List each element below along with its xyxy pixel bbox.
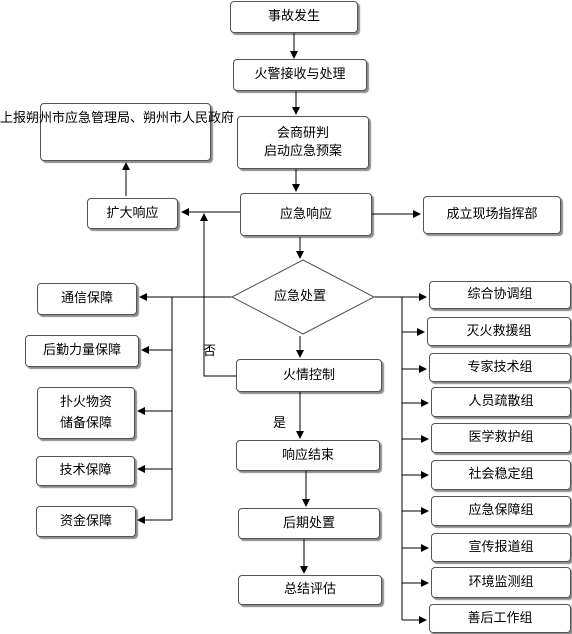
guarantee-label: 技术保障	[59, 463, 112, 478]
guarantee-materials: 扑火物资储备保障	[37, 387, 135, 439]
response-label: 应急响应	[279, 206, 332, 222]
end-response-label: 响应结束	[281, 447, 334, 463]
group-box: 环境监测组	[431, 567, 571, 598]
expand-label: 扩大响应	[106, 205, 159, 221]
post-disposal-label: 后期处置	[282, 515, 335, 531]
command-box: 成立现场指挥部	[423, 196, 561, 234]
group-box: 人员疏散组	[431, 387, 571, 417]
research-label-line1: 会商研判	[276, 125, 329, 141]
group-box: 宣传报道组	[431, 533, 571, 562]
incident-box: 事故发生	[230, 1, 358, 33]
disposal-diamond	[230, 259, 376, 335]
disposal-label: 应急处置	[274, 289, 327, 304]
guarantee-label: 资金保障	[59, 513, 112, 529]
group-label: 专家技术组	[467, 359, 533, 375]
group-label: 医学救护组	[468, 430, 534, 445]
guarantee-funding: 资金保障	[36, 506, 136, 537]
guarantee-label: 通信保障	[60, 291, 113, 306]
alarm-box: 火警接收与处理	[233, 59, 367, 91]
group-label: 宣传报道组	[468, 539, 534, 555]
fire-control-box: 火情控制	[236, 359, 382, 392]
group-box: 综合协调组	[429, 281, 571, 309]
arrow-no-loop	[200, 213, 236, 377]
group-box: 专家技术组	[429, 353, 571, 382]
group-label: 应急保障组	[468, 503, 534, 518]
group-label: 善后工作组	[467, 610, 533, 626]
command-label: 成立现场指挥部	[446, 207, 538, 222]
alarm-label: 火警接收与处理	[254, 67, 346, 82]
group-label: 综合协调组	[467, 287, 533, 302]
report-box	[40, 103, 211, 161]
expand-box: 扩大响应	[87, 198, 178, 229]
post-disposal-box: 后期处置	[238, 508, 380, 539]
yes-label: 是	[273, 416, 287, 431]
research-box: 会商研判 启动应急预案	[237, 116, 369, 169]
incident-label: 事故发生	[267, 9, 320, 24]
report-label: 上报朔州市应急管理局、朔州市人民政府	[0, 111, 235, 126]
group-box: 医学救护组	[431, 423, 571, 453]
no-label: 否	[203, 344, 217, 359]
summary-label: 总结评估	[283, 582, 336, 597]
response-box: 应急响应	[240, 193, 372, 236]
summary-box: 总结评估	[238, 575, 382, 605]
end-response-box: 响应结束	[236, 440, 380, 471]
fire-control-label: 火情控制	[282, 367, 335, 383]
group-box: 善后工作组	[429, 604, 571, 633]
research-label-line2: 启动应急预案	[263, 143, 342, 159]
group-label: 社会稳定组	[468, 467, 534, 482]
guarantee-label: 后勤力量保障	[42, 343, 121, 358]
guarantee-communication: 通信保障	[37, 283, 137, 315]
group-label: 灭火救援组	[466, 323, 532, 339]
guarantee-technical: 技术保障	[36, 456, 135, 486]
group-label: 人员疏散组	[468, 394, 534, 409]
group-box: 灭火救援组	[427, 317, 571, 346]
group-box: 社会稳定组	[431, 460, 571, 490]
group-label: 环境监测组	[468, 574, 534, 590]
guarantee-logistics: 后勤力量保障	[25, 335, 139, 367]
group-box: 应急保障组	[431, 496, 571, 526]
guarantee-label: 扑火物资储备保障	[59, 395, 112, 431]
